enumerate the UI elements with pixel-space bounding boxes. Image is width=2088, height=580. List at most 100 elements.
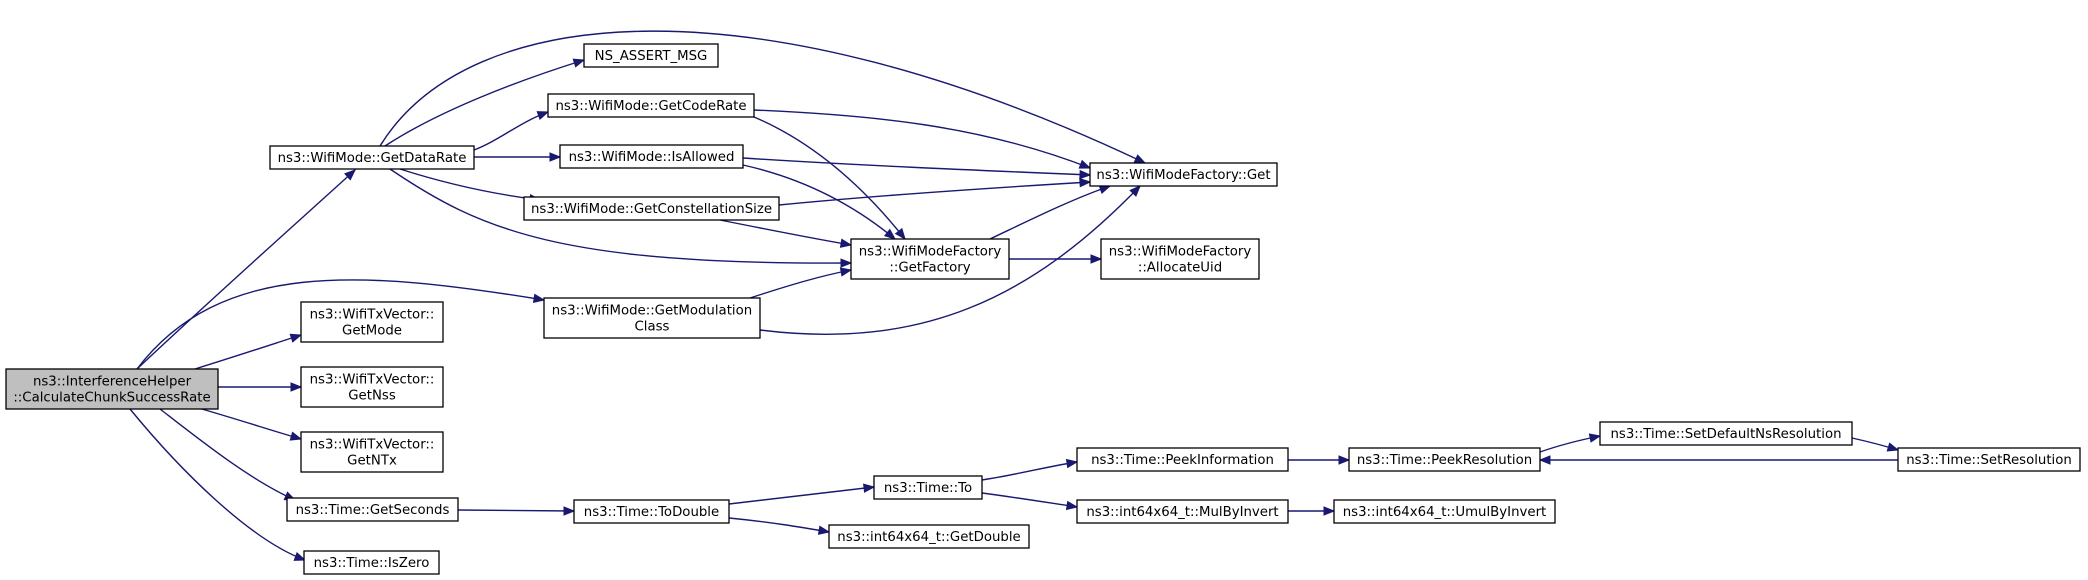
edge-getdatarate-to-getfactory <box>389 168 853 268</box>
node-label: ns3::WifiMode::IsAllowed <box>569 150 735 165</box>
node-label: Class <box>635 320 670 335</box>
node-label: ns3::Time::ToDouble <box>584 505 719 520</box>
arrow-head-icon <box>1538 455 1551 465</box>
node-box[interactable] <box>269 145 475 170</box>
node-box[interactable] <box>303 550 440 575</box>
node-box[interactable] <box>5 368 219 410</box>
node-box[interactable] <box>547 93 755 118</box>
node-to[interactable]: ns3::Time::To <box>873 475 983 500</box>
node-getseconds[interactable]: ns3::Time::GetSeconds <box>286 497 459 522</box>
arrow-head-icon <box>1078 159 1092 169</box>
node-box[interactable] <box>1348 447 1541 472</box>
arrow-head-icon <box>839 238 853 248</box>
node-getntx[interactable]: ns3::WifiTxVector::GetNTx <box>300 431 444 473</box>
node-label: ns3::Time::To <box>884 481 972 496</box>
edge-root-to-getdatarate <box>136 169 356 370</box>
edge-line <box>742 157 1091 176</box>
node-peekres[interactable]: ns3::Time::PeekResolution <box>1348 447 1541 472</box>
node-getfactory[interactable]: ns3::WifiModeFactory::GetFactory <box>850 238 1010 280</box>
node-box[interactable] <box>1333 499 1556 524</box>
edge-getdatarate-to-getcoderate <box>473 111 550 151</box>
edge-root-to-iszero <box>129 408 307 561</box>
edge-root-to-getmodclass <box>136 279 546 370</box>
node-todouble[interactable]: ns3::Time::ToDouble <box>573 499 730 524</box>
node-box[interactable] <box>1089 162 1278 187</box>
node-box[interactable] <box>1076 447 1289 472</box>
node-label: ns3::Time::IsZero <box>314 556 430 571</box>
edge-line <box>136 169 356 370</box>
edge-line <box>728 517 830 533</box>
arrow-head-icon <box>1065 458 1079 469</box>
node-label: NS_ASSERT_MSG <box>595 49 708 64</box>
node-box[interactable] <box>1897 447 2081 472</box>
node-mulbyinvert[interactable]: ns3::int64x64_t::MulByInvert <box>1076 499 1289 524</box>
edge-getconst-to-factoryget <box>778 177 1092 206</box>
node-getconst[interactable]: ns3::WifiMode::GetConstellationSize <box>523 196 780 221</box>
edge-line <box>719 219 852 246</box>
arrow-head-icon <box>1133 154 1147 164</box>
arrow-head-icon <box>883 228 897 240</box>
edge-line <box>384 59 585 147</box>
node-box[interactable] <box>523 196 780 221</box>
arrow-head-icon <box>839 267 853 277</box>
node-label: ns3::int64x64_t::MulByInvert <box>1086 505 1278 520</box>
node-getdouble[interactable]: ns3::int64x64_t::GetDouble <box>828 524 1030 549</box>
node-label: ns3::Time::SetDefaultNsResolution <box>1610 427 1841 442</box>
node-iszero[interactable]: ns3::Time::IsZero <box>303 550 440 575</box>
node-label: ns3::int64x64_t::UmulByInvert <box>1343 505 1547 520</box>
node-box[interactable] <box>300 366 444 408</box>
node-box[interactable] <box>573 499 730 524</box>
node-assert[interactable]: NS_ASSERT_MSG <box>583 43 719 68</box>
arrow-head-icon <box>1886 442 1900 452</box>
node-getdatarate[interactable]: ns3::WifiMode::GetDataRate <box>269 145 475 170</box>
node-label: ns3::WifiMode::GetCodeRate <box>555 99 746 114</box>
node-label: ns3::WifiModeFactory <box>1109 245 1252 260</box>
node-setdefault[interactable]: ns3::Time::SetDefaultNsResolution <box>1599 421 1853 446</box>
nodes-layer: ns3::InterferenceHelper::CalculateChunkS… <box>5 43 2081 575</box>
edge-peekres-to-setdefault <box>1539 433 1602 453</box>
node-box[interactable] <box>300 301 444 343</box>
arrow-head-icon <box>563 506 576 516</box>
node-box[interactable] <box>583 43 719 68</box>
node-label: ns3::WifiTxVector:: <box>310 438 435 453</box>
edge-line <box>753 116 906 240</box>
node-box[interactable] <box>1100 238 1260 280</box>
arrow-head-icon <box>1129 185 1141 197</box>
edge-line <box>379 30 1146 164</box>
edge-root-to-getseconds <box>159 408 297 501</box>
node-umulbyinvert[interactable]: ns3::int64x64_t::UmulByInvert <box>1333 499 1556 524</box>
node-setres[interactable]: ns3::Time::SetResolution <box>1897 447 2081 472</box>
node-root[interactable]: ns3::InterferenceHelper::CalculateChunkS… <box>5 368 219 410</box>
node-box[interactable] <box>828 524 1030 549</box>
node-box[interactable] <box>543 297 761 339</box>
node-label: ::CalculateChunkSuccessRate <box>13 391 210 406</box>
arrow-head-icon <box>840 258 853 268</box>
arrow-head-icon <box>817 525 831 535</box>
node-peekinfo[interactable]: ns3::Time::PeekInformation <box>1076 447 1289 472</box>
edge-line <box>728 486 875 505</box>
arrow-head-icon <box>1079 169 1092 180</box>
node-box[interactable] <box>873 475 983 500</box>
arrow-head-icon <box>1323 506 1336 516</box>
node-allocuid[interactable]: ns3::WifiModeFactory::AllocateUid <box>1100 238 1260 280</box>
node-getmode[interactable]: ns3::WifiTxVector::GetMode <box>300 301 444 343</box>
node-box[interactable] <box>286 497 459 522</box>
node-box[interactable] <box>1599 421 1853 446</box>
node-box[interactable] <box>559 144 744 169</box>
node-factoryget[interactable]: ns3::WifiModeFactory::Get <box>1089 162 1278 187</box>
edge-mulbyinvert-to-umulbyinvert <box>1288 506 1336 516</box>
edge-getmodclass-to-factoryget <box>759 185 1141 336</box>
node-label: ns3::WifiMode::GetModulation <box>552 304 752 319</box>
node-getnss[interactable]: ns3::WifiTxVector::GetNss <box>300 366 444 408</box>
node-box[interactable] <box>1076 499 1289 524</box>
edge-getmodclass-to-getfactory <box>749 267 853 299</box>
arrow-head-icon <box>863 483 876 493</box>
arrow-head-icon <box>549 152 562 162</box>
node-box[interactable] <box>300 431 444 473</box>
edge-getdatarate-to-factoryget <box>379 30 1147 164</box>
node-isallowed[interactable]: ns3::WifiMode::IsAllowed <box>559 144 744 169</box>
node-getcoderate[interactable]: ns3::WifiMode::GetCodeRate <box>547 93 755 118</box>
node-box[interactable] <box>850 238 1010 280</box>
edge-root-to-getnss <box>217 382 303 392</box>
